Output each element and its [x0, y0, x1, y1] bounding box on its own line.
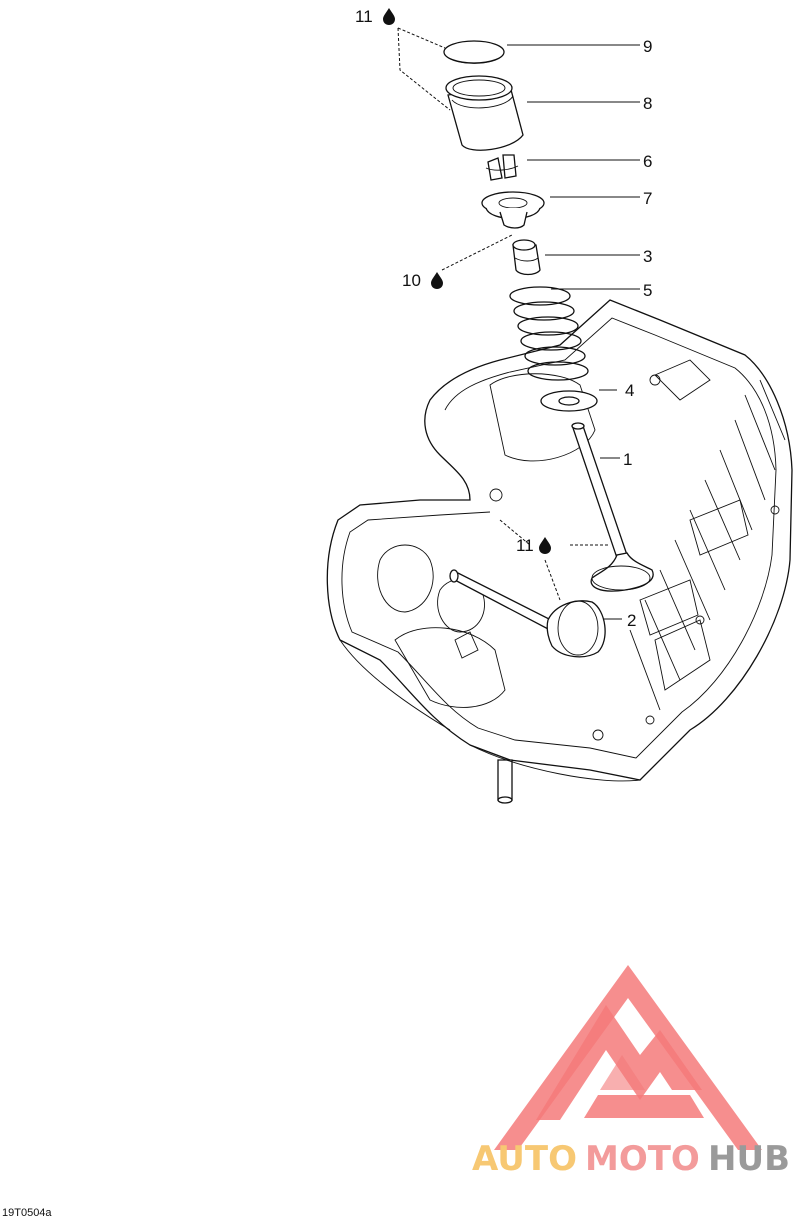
watermark-hub: HUB [708, 1139, 790, 1179]
oil-drop-icon [431, 272, 443, 289]
callout-2: 2 [627, 611, 636, 630]
part-7-retainer [481, 191, 545, 229]
callout-3: 3 [643, 247, 652, 266]
callout-8: 8 [643, 94, 652, 113]
automotohub-watermark: AUTO MOTO HUB [472, 965, 790, 1179]
cylinder-head [326, 299, 793, 804]
callout-1: 1 [623, 450, 632, 469]
watermark-moto: MOTO [585, 1139, 700, 1179]
part-1-valve [571, 422, 654, 592]
part-9-shim [443, 40, 505, 64]
callout-5: 5 [643, 281, 652, 300]
part-6-cotters [485, 154, 519, 181]
callout-10: 10 [402, 271, 421, 290]
callouts: 9 8 6 7 3 5 4 1 2 11 10 11 [355, 7, 652, 630]
part-5-spring [509, 286, 589, 381]
oil-drop-icon [383, 8, 395, 25]
callout-11-top: 11 [355, 7, 373, 26]
part-4-spring-seat [540, 390, 598, 412]
leader-lines [397, 27, 640, 620]
watermark-auto: AUTO [472, 1139, 577, 1179]
part-2-valve [449, 569, 606, 658]
callout-11-mid: 11 [516, 536, 534, 555]
figure-reference-code: 19T0504a [2, 1207, 52, 1219]
callout-7: 7 [643, 189, 652, 208]
part-8-tappet [445, 75, 524, 151]
callout-4: 4 [625, 381, 634, 400]
part-3-stem-seal [512, 239, 541, 276]
oil-drop-icon [539, 537, 551, 554]
callout-6: 6 [643, 152, 652, 171]
callout-9: 9 [643, 37, 652, 56]
automotohub-logo-mark [494, 965, 762, 1150]
